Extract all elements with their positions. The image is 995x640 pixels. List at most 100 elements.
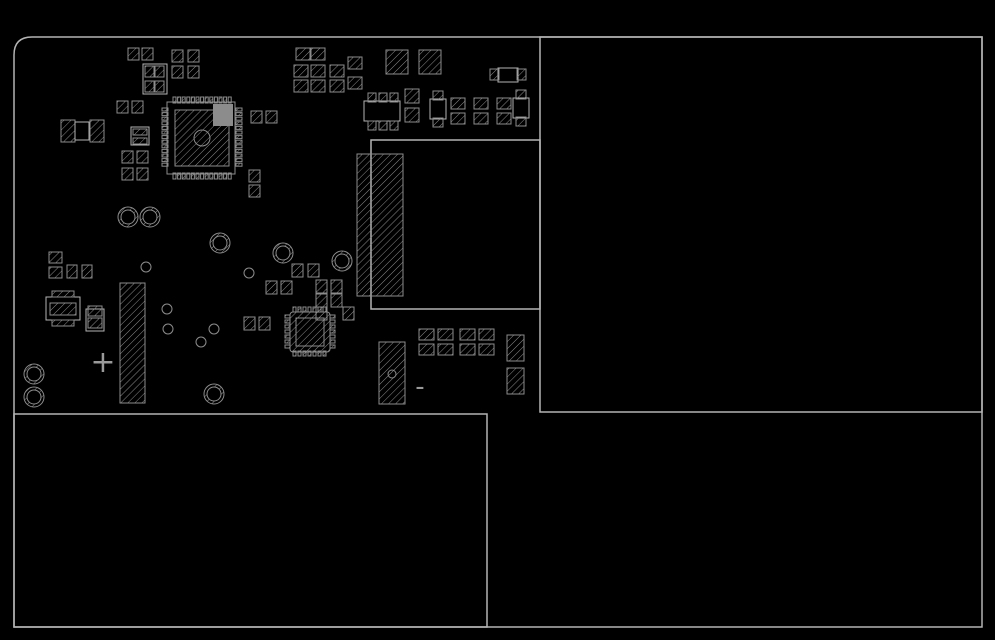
- via: [140, 261, 152, 273]
- smd-pad: [310, 64, 326, 78]
- smd-pad: [307, 263, 320, 278]
- smd-pad: [136, 150, 149, 164]
- qfn-pin: [297, 350, 302, 357]
- capacitor-body: [74, 121, 90, 141]
- qfp-pin: [235, 112, 243, 117]
- smd-pad: [154, 80, 165, 93]
- smd-pad: [450, 112, 466, 125]
- smd-pad: [87, 317, 103, 329]
- qfp-pin: [161, 148, 169, 153]
- qfp-pin: [177, 172, 182, 180]
- qfp-pin: [186, 172, 191, 180]
- smd-pad: [432, 90, 444, 101]
- qfp-pin: [195, 172, 200, 180]
- smd-pad: [141, 47, 154, 61]
- qfp-pin: [209, 96, 214, 104]
- smd-pad: [132, 137, 148, 145]
- qfp-pin: [161, 153, 169, 158]
- smd-pad: [378, 120, 388, 131]
- smd-pad: [347, 56, 363, 70]
- smd-pad: [258, 316, 271, 331]
- qfp-pin: [161, 125, 169, 130]
- smd-pad: [418, 343, 435, 356]
- drill-hole: [120, 209, 136, 225]
- drill-hole: [142, 209, 158, 225]
- qfn-pin: [322, 350, 327, 357]
- via: [162, 323, 174, 335]
- qfp-pin: [190, 96, 195, 104]
- smd-pad: [404, 107, 420, 123]
- smd-pad: [385, 49, 409, 75]
- qfn-pin: [302, 350, 307, 357]
- led-outline: [429, 98, 447, 120]
- qfp-pin: [213, 96, 218, 104]
- qfp-pin: [181, 172, 186, 180]
- qfp-pin: [161, 107, 169, 112]
- smd-pad: [347, 76, 363, 90]
- smd-pad: [367, 120, 377, 131]
- qfp-pin: [204, 172, 209, 180]
- qfp-pin: [195, 96, 200, 104]
- smd-pad: [265, 280, 278, 295]
- qfp-pin: [161, 130, 169, 135]
- qfn-pin: [284, 339, 291, 344]
- qfp-pin: [181, 96, 186, 104]
- smd-pad: [315, 293, 328, 308]
- qfn-pin: [292, 306, 297, 313]
- qfn-pin: [329, 339, 336, 344]
- qfp-pin: [223, 172, 228, 180]
- qfp-pin: [218, 172, 223, 180]
- minus-marker: -: [415, 372, 424, 402]
- qfn-pin: [329, 344, 336, 349]
- smd-pad: [48, 266, 63, 279]
- qfp-pin: [235, 135, 243, 140]
- smd-pad: [51, 319, 75, 327]
- smd-pad: [437, 343, 454, 356]
- smd-pad: [293, 64, 309, 78]
- qfp-pin: [235, 162, 243, 167]
- component-outline: [497, 67, 519, 83]
- qfn-pin: [329, 324, 336, 329]
- component-outline: [142, 63, 168, 95]
- smd-pad: [144, 80, 155, 93]
- smd-pad: [49, 302, 77, 316]
- smd-pad: [367, 92, 377, 103]
- smd-pad: [310, 79, 326, 93]
- smd-pad: [116, 100, 129, 114]
- smd-pad: [310, 47, 326, 61]
- qfn-pin: [284, 334, 291, 339]
- smd-pad: [132, 128, 148, 136]
- smd-pad: [265, 110, 278, 124]
- smd-pad: [66, 264, 78, 279]
- smd-pad: [127, 47, 140, 61]
- qfp-pin: [172, 96, 177, 104]
- smd-pad: [473, 97, 489, 110]
- qfp-pin: [161, 144, 169, 149]
- module-area-bottom: [13, 413, 488, 628]
- smd-pad: [515, 116, 527, 127]
- qfn-pin: [317, 350, 322, 357]
- smd-pad: [131, 100, 144, 114]
- qfp-pin: [235, 121, 243, 126]
- qfp-pin: [161, 162, 169, 167]
- qfn-pin: [284, 314, 291, 319]
- qfp-pin: [161, 135, 169, 140]
- qfp-pin: [172, 172, 177, 180]
- smd-pad: [450, 97, 466, 110]
- smd-pad: [478, 343, 495, 356]
- qfp-pin: [235, 116, 243, 121]
- qfp-pin: [161, 139, 169, 144]
- plus-marker: +: [90, 345, 115, 380]
- drill-hole: [212, 235, 228, 251]
- smd-pad: [378, 92, 388, 103]
- qfp-pin: [235, 125, 243, 130]
- smd-pad: [87, 305, 103, 317]
- drill-hole: [26, 389, 42, 405]
- qfp-pin: [161, 158, 169, 163]
- qfn-pin: [307, 350, 312, 357]
- smd-pad: [496, 97, 512, 110]
- smd-pad: [171, 65, 184, 79]
- pin1-marker: [213, 104, 233, 126]
- qfp-pin: [213, 172, 218, 180]
